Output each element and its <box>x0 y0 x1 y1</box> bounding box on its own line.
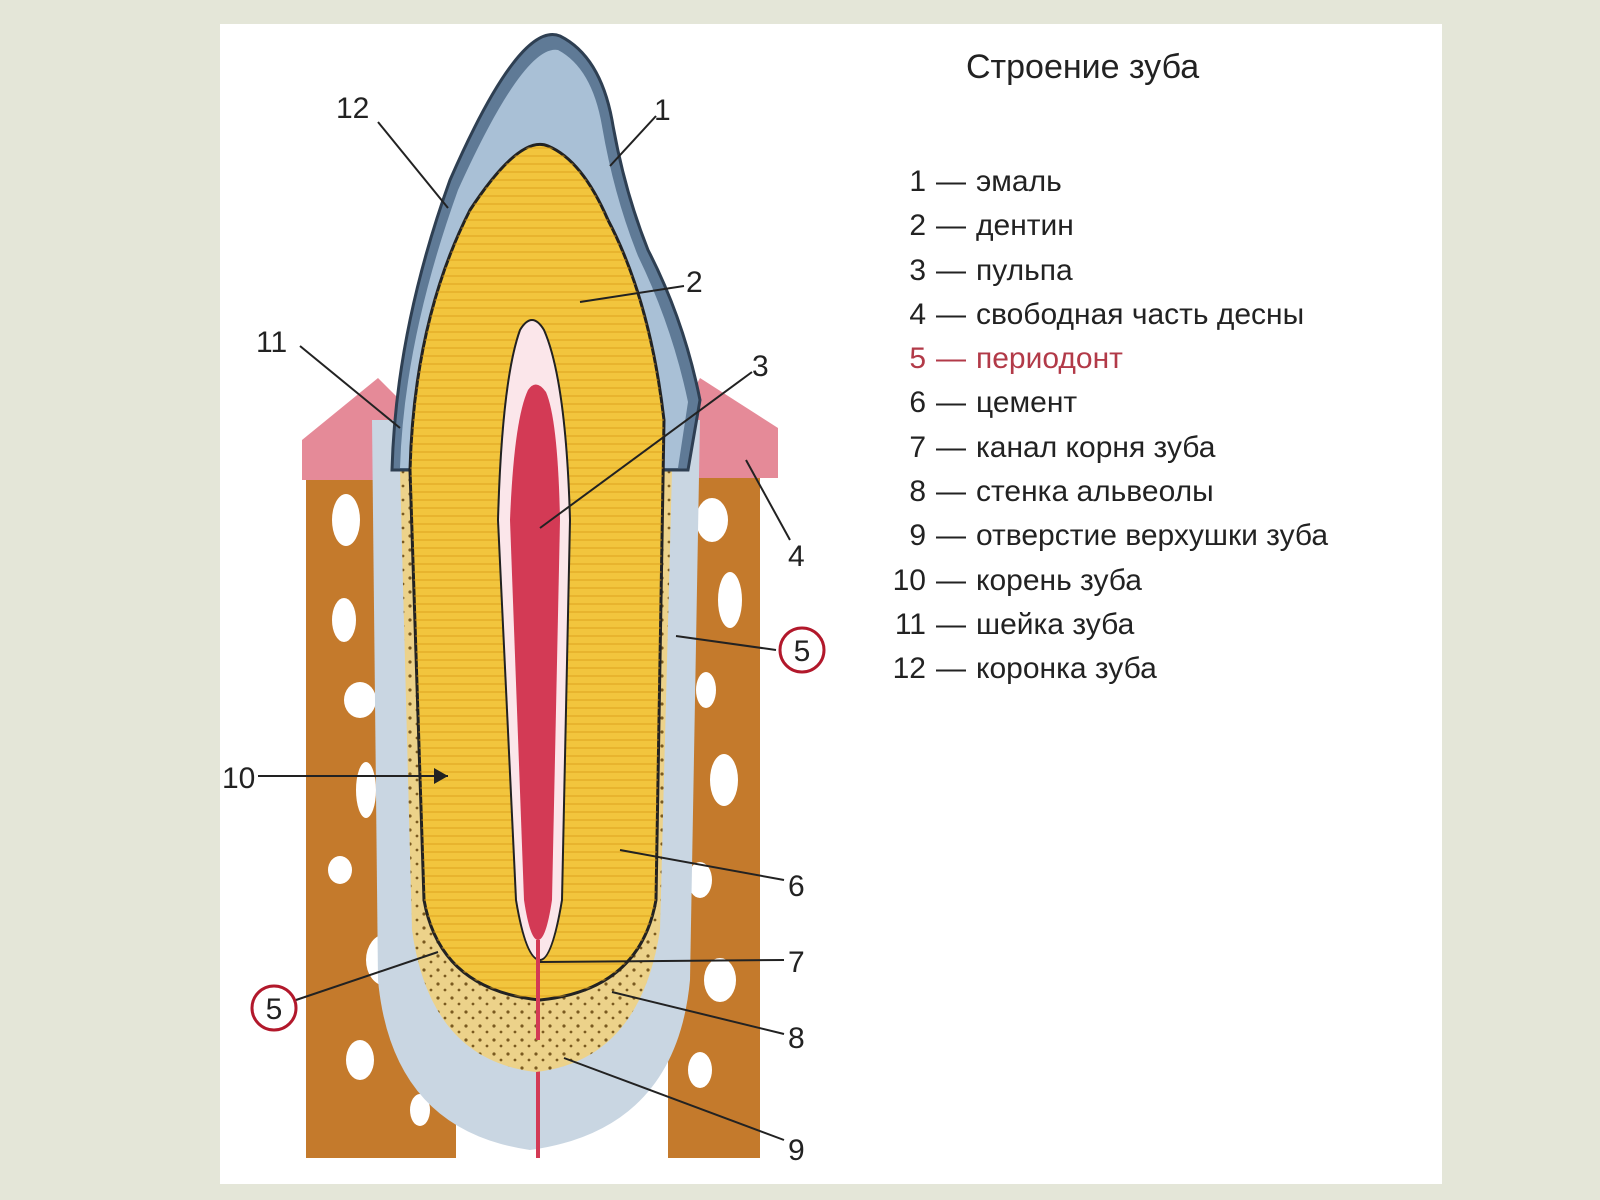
legend-item: 2 — дентин <box>880 204 1328 248</box>
legend-text: пульпа <box>976 253 1073 287</box>
legend-dash: — <box>936 165 966 198</box>
leader-line-5b <box>295 951 439 1001</box>
bone-hole <box>356 762 376 818</box>
leader-line-2 <box>579 285 685 303</box>
legend-num: 1 <box>909 165 926 198</box>
callout-5a: 5 <box>794 635 811 668</box>
bone-hole <box>410 1094 430 1126</box>
leader-line-4 <box>745 459 791 541</box>
legend-item: 9 — отверстие верхушки зуба <box>880 514 1328 558</box>
legend-list: 1 — эмаль 2 — дентин 3 — пульпа 4 — свободная ча… <box>880 160 1328 692</box>
leader-line-11 <box>299 345 401 429</box>
legend-num: 8 <box>909 475 926 509</box>
callout-numbers: 1 2 3 4 5 5 6 7 8 9 10 11 12 <box>222 92 826 1167</box>
callout-5a-ring <box>778 626 826 674</box>
legend-item: 11 — шейка зуба <box>880 603 1328 647</box>
bone-hole <box>346 1040 374 1080</box>
legend-text: цемент <box>976 386 1078 420</box>
legend-num: 2 <box>909 209 926 243</box>
bone-hole <box>688 862 712 898</box>
legend-dash: — <box>936 386 966 420</box>
leader-line-7 <box>539 959 785 963</box>
callout-5b-ring <box>250 984 298 1032</box>
leader-lines <box>258 115 791 1141</box>
bone-hole <box>332 598 356 642</box>
legend-num: 5 <box>909 342 926 376</box>
legend-dash: — <box>936 209 966 243</box>
legend-dash: — <box>936 519 966 553</box>
bone-hole <box>704 958 736 1002</box>
callout-4: 4 <box>788 540 805 573</box>
legend-dash: — <box>936 475 966 509</box>
legend-text: корень зуба <box>976 563 1142 597</box>
legend-item: 8 — стенка альвеолы <box>880 470 1328 514</box>
legend-item: 6 — цемент <box>880 381 1328 425</box>
leader-line-9 <box>563 1057 785 1141</box>
legend-num: 6 <box>909 386 926 420</box>
callout-9: 9 <box>788 1134 805 1167</box>
legend-num: 9 <box>909 519 926 553</box>
legend-item: 3 — пульпа <box>880 249 1328 293</box>
leader-line-3 <box>539 371 753 529</box>
diagram-title: Строение зуба <box>966 48 1200 86</box>
callout-6: 6 <box>788 870 805 903</box>
legend-text: отверстие верхушки зуба <box>976 519 1329 553</box>
legend-item: 12 — коронка зуба <box>880 647 1328 691</box>
legend-item-highlighted: 5 — периодонт <box>880 337 1328 381</box>
leader-line-6 <box>619 849 785 881</box>
callout-8: 8 <box>788 1022 805 1055</box>
leader-line-8 <box>611 991 785 1035</box>
bone-hole <box>688 1052 712 1088</box>
callout-12: 12 <box>336 92 369 125</box>
legend-dash: — <box>936 652 966 686</box>
legend-num: 4 <box>909 297 926 331</box>
leader-line-1 <box>609 115 657 167</box>
legend-text: дентин <box>976 209 1074 243</box>
callout-11: 11 <box>256 326 287 359</box>
legend-dash: — <box>936 607 966 641</box>
leader-line-12 <box>377 121 449 209</box>
legend-text: шейка зуба <box>976 607 1135 641</box>
bone-hole <box>332 494 360 546</box>
legend-text: эмаль <box>976 165 1062 198</box>
callout-5b: 5 <box>266 993 283 1026</box>
legend-item: 4 — свободная часть десны <box>880 293 1328 337</box>
legend-dash: — <box>936 563 966 597</box>
callout-3: 3 <box>752 350 769 383</box>
legend-text: стенка альвеолы <box>976 475 1214 509</box>
callout-2: 2 <box>686 266 703 299</box>
leader-line-5a <box>675 635 777 651</box>
legend-text: периодонт <box>976 342 1123 376</box>
legend-item: 7 — канал корня зуба <box>880 426 1328 470</box>
legend-dash: — <box>936 297 966 331</box>
legend-text: коронка зуба <box>976 652 1157 686</box>
bone-hole <box>710 754 738 806</box>
bone-hole <box>344 682 376 718</box>
legend-dash: — <box>936 430 966 464</box>
legend-dash: — <box>936 253 966 287</box>
gum-right <box>688 378 778 478</box>
callout-7: 7 <box>788 946 805 979</box>
legend-dash: — <box>936 342 966 376</box>
legend-num: 7 <box>909 430 926 464</box>
legend-num: 12 <box>892 652 926 686</box>
bone-hole <box>696 498 728 542</box>
legend-item: 1 — эмаль <box>880 160 1328 204</box>
legend-num: 11 <box>894 607 926 641</box>
callout-1: 1 <box>654 94 671 127</box>
legend-text: свободная часть десны <box>976 297 1305 331</box>
bone-hole <box>328 856 352 884</box>
bone-hole <box>696 672 716 708</box>
legend-num: 3 <box>909 253 926 287</box>
legend-item: 10 — корень зуба <box>880 559 1328 603</box>
legend-num: 10 <box>892 563 926 597</box>
bone-hole <box>718 572 742 628</box>
callout-10: 10 <box>222 762 255 795</box>
arrow-head-10 <box>434 768 448 784</box>
legend-text: канал корня зуба <box>976 430 1216 464</box>
